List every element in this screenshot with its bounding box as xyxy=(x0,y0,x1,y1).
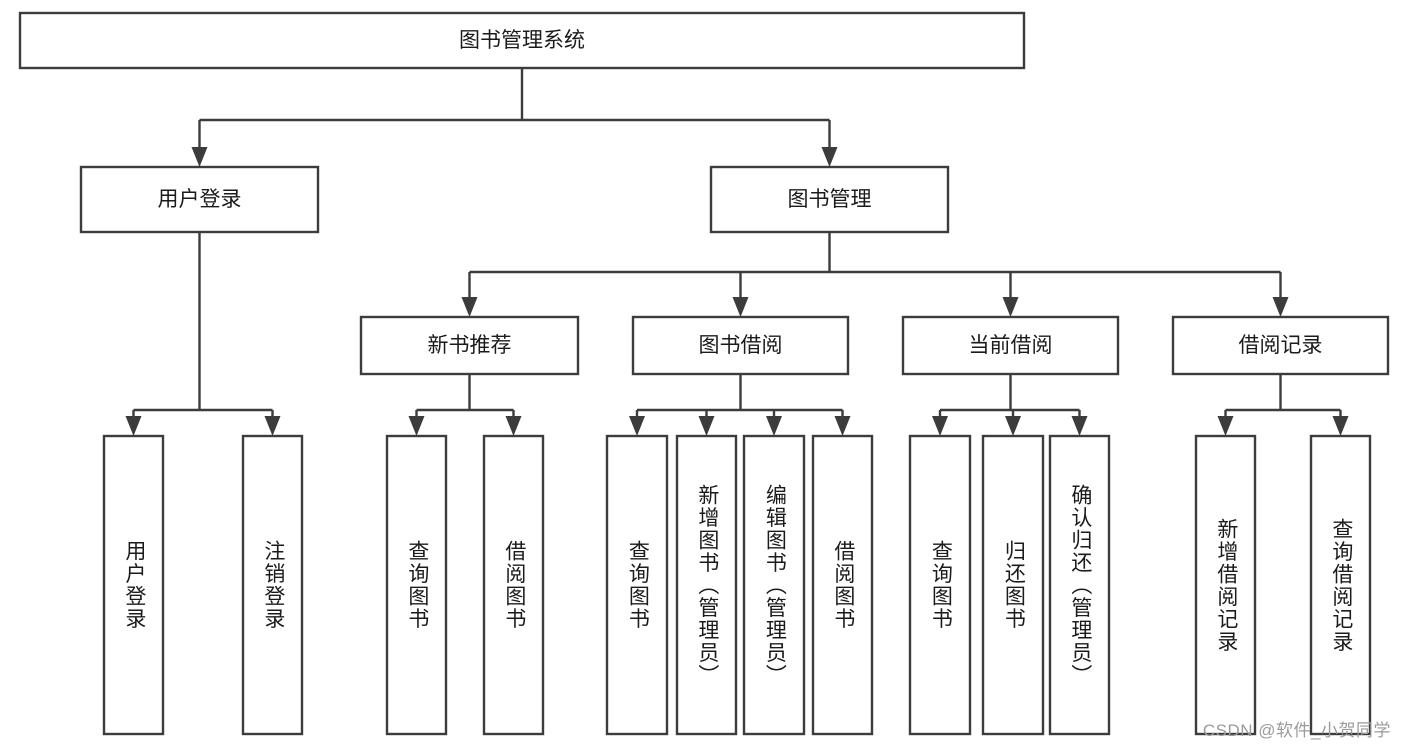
arrow-head-leaf-user-logout xyxy=(264,416,281,436)
node-box-root[interactable] xyxy=(18,11,1026,70)
node-box-leaf-user-login[interactable] xyxy=(102,434,165,736)
boxes-layer xyxy=(18,11,1390,736)
node-box-leaf-query-book-1[interactable] xyxy=(385,434,448,736)
node-label-book-borrow: 图书借阅 xyxy=(699,334,783,357)
node-box-current-borrow[interactable] xyxy=(901,315,1120,376)
node-box-leaf-borrow-book-1[interactable] xyxy=(482,434,545,736)
node-box-leaf-return-book[interactable] xyxy=(981,434,1045,736)
node-box-book-management[interactable] xyxy=(709,165,950,234)
arrow-head-current-borrow xyxy=(1002,297,1019,317)
node-box-leaf-query-borrow-record[interactable] xyxy=(1309,434,1372,736)
node-label-new-book-recommend: 新书推荐 xyxy=(428,334,512,357)
node-box-leaf-add-borrow-record[interactable] xyxy=(1194,434,1257,736)
node-box-new-book-recommend[interactable] xyxy=(359,315,580,376)
arrow-head-leaf-borrow-book-2 xyxy=(834,416,851,436)
node-label-current-borrow: 当前借阅 xyxy=(969,334,1053,357)
arrow-head-leaf-edit-book-admin xyxy=(766,416,782,436)
node-box-leaf-add-book-admin[interactable] xyxy=(675,434,738,736)
arrow-head-leaf-return-book xyxy=(1005,416,1021,436)
node-label-user-login: 用户登录 xyxy=(158,188,242,211)
node-box-leaf-edit-book-admin[interactable] xyxy=(742,434,806,736)
node-label-borrow-record: 借阅记录 xyxy=(1239,334,1323,357)
node-box-leaf-query-book-3[interactable] xyxy=(908,434,972,736)
arrow-head-leaf-query-book-2 xyxy=(629,416,645,436)
node-label-root: 图书管理系统 xyxy=(459,29,585,52)
node-box-book-borrow[interactable] xyxy=(631,315,850,376)
arrow-head-book-borrow xyxy=(732,297,749,317)
arrow-head-leaf-add-book-admin xyxy=(698,416,715,436)
arrow-head-user-login xyxy=(191,147,208,167)
node-box-leaf-user-logout[interactable] xyxy=(241,434,304,736)
arrow-head-leaf-confirm-return-admin xyxy=(1071,416,1088,436)
node-box-leaf-query-book-2[interactable] xyxy=(605,434,669,736)
node-box-borrow-record[interactable] xyxy=(1171,315,1390,376)
arrow-head-leaf-borrow-book-1 xyxy=(505,416,522,436)
arrow-head-new-book-recommend xyxy=(461,297,478,317)
node-label-book-management: 图书管理 xyxy=(788,188,872,211)
arrow-head-leaf-query-book-3 xyxy=(932,416,948,436)
arrow-head-leaf-query-book-1 xyxy=(408,416,425,436)
node-box-leaf-confirm-return-admin[interactable] xyxy=(1048,434,1111,736)
arrow-head-leaf-query-borrow-record xyxy=(1332,416,1349,436)
arrow-head-book-management xyxy=(821,147,838,167)
arrow-head-leaf-user-login xyxy=(125,416,142,436)
node-box-leaf-borrow-book-2[interactable] xyxy=(811,434,874,736)
arrow-head-leaf-add-borrow-record xyxy=(1217,416,1234,436)
watermark-credit: CSDN @软件_小贺同学 xyxy=(1202,721,1391,740)
arrow-head-borrow-record xyxy=(1272,297,1289,317)
node-box-user-login[interactable] xyxy=(79,165,320,234)
connectors-layer xyxy=(125,68,1349,436)
